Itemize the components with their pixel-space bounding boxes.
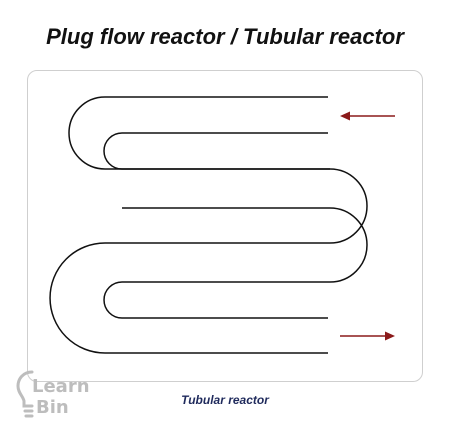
tube-inner-wall-middle [330,169,367,243]
lightbulb-icon [16,370,34,418]
tube-outer-wall [49,96,368,354]
arrow-right-icon [340,331,395,341]
tube-inner-wall [103,132,330,170]
diagram-frame [27,70,423,382]
page-title: Plug flow reactor / Tubular reactor [46,24,404,49]
logo-text-bin: Bin [36,397,69,418]
learnbin-logo: Learn Bin [14,368,104,422]
diagram-caption: Tubular reactor [181,393,269,407]
logo-text-learn: Learn [32,376,90,397]
tube-inner-wall-lower [103,207,368,319]
arrow-left-icon [340,111,395,121]
